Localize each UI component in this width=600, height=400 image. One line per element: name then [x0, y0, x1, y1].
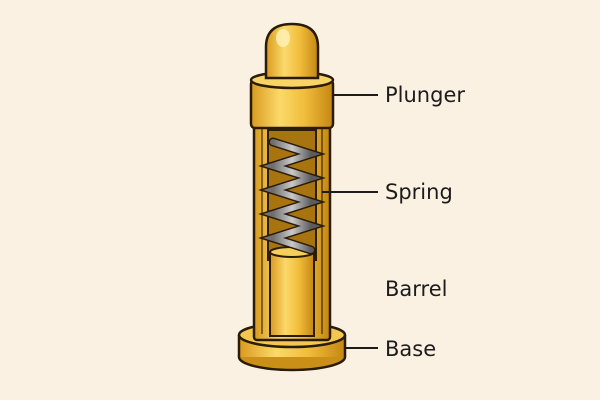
plunger-tip [264, 22, 320, 80]
spring-label: Spring [385, 180, 453, 204]
base-label: Base [385, 337, 437, 361]
spring-coil [258, 137, 326, 255]
plunger-collar [249, 70, 335, 130]
barrel-label: Barrel [385, 277, 448, 301]
plunger-label: Plunger [385, 83, 466, 107]
